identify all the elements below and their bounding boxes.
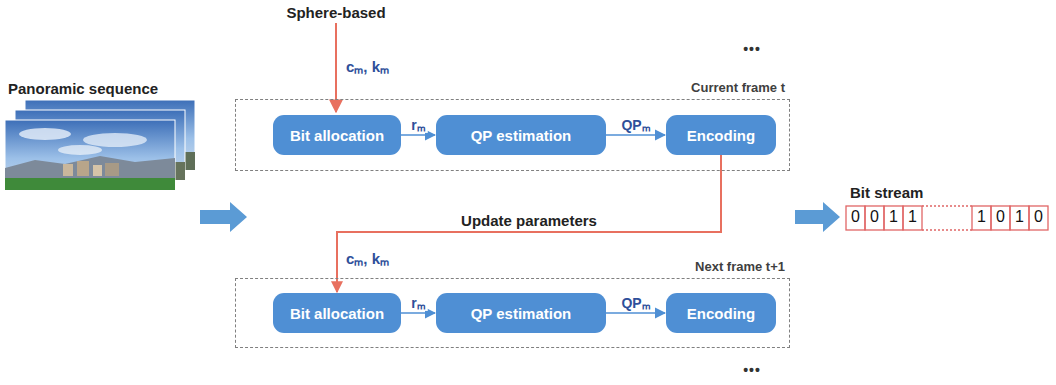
edge-label: rₘ	[409, 295, 427, 311]
flow-arrow	[401, 134, 435, 136]
bit-digit: 1	[977, 208, 986, 226]
process-box: Bit allocation	[273, 293, 401, 333]
frame-heading: Next frame t+1	[695, 259, 785, 274]
edge-label: Update parameters	[459, 212, 599, 229]
bit-digit: 0	[1034, 208, 1043, 226]
process-label: QP estimation	[471, 127, 572, 144]
process-label: Bit allocation	[290, 305, 384, 322]
process-label: QP estimation	[471, 305, 572, 322]
process-box: QP estimation	[436, 115, 606, 155]
process-label: Bit allocation	[290, 127, 384, 144]
feedback-arrow	[337, 155, 721, 292]
flow-arrow	[606, 134, 665, 136]
flow-arrow	[401, 312, 435, 314]
bit-digit: 1	[889, 208, 898, 226]
panorama-stack	[5, 100, 195, 190]
input-label: Panoramic sequence	[8, 80, 158, 97]
source-label: Sphere-based	[286, 4, 385, 21]
process-box: Bit allocation	[273, 115, 401, 155]
parameter-label: cₘ, kₘ	[346, 58, 389, 75]
bit-digit: 0	[870, 208, 879, 226]
bit-cells	[846, 206, 1048, 230]
bit-digit: 0	[996, 208, 1005, 226]
bit-digit: 0	[851, 208, 860, 226]
flow-arrow	[606, 312, 665, 314]
frame-group: Next frame t+1Bit allocationQP estimatio…	[235, 278, 790, 348]
ellipsis: •••	[743, 41, 761, 57]
flow-arrow	[200, 202, 247, 232]
flow-arrow	[795, 202, 840, 232]
process-box: Encoding	[666, 293, 776, 333]
bit-digit: 1	[908, 208, 917, 226]
frame-heading: Current frame t	[691, 80, 785, 95]
bit-digit: 1	[1015, 208, 1024, 226]
output-label: Bit stream	[850, 184, 923, 201]
process-label: Encoding	[687, 127, 755, 144]
process-box: Encoding	[666, 115, 776, 155]
ellipsis: •••	[743, 362, 761, 378]
process-box: QP estimation	[436, 293, 606, 333]
edge-label: rₘ	[409, 117, 427, 133]
edge-label: QPₘ	[619, 117, 652, 133]
edge-label: QPₘ	[619, 295, 652, 311]
frame-group: Current frame tBit allocationQP estimati…	[235, 99, 790, 171]
process-label: Encoding	[687, 305, 755, 322]
parameter-label: cₘ, kₘ	[346, 250, 389, 267]
